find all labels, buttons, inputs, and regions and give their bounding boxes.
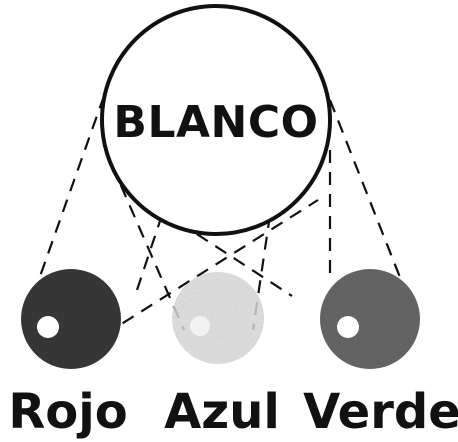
verde-ball: [320, 269, 420, 369]
verde-highlight: [337, 316, 359, 338]
label-azul: Azul: [164, 384, 280, 440]
azul-ball: [172, 272, 264, 364]
line-rojo-outer: [36, 95, 106, 283]
center-circle-group: BLANCO: [100, 4, 332, 236]
rojo-ball: [21, 269, 121, 369]
ball-verde: [320, 269, 420, 369]
line-azul-left: [110, 164, 186, 331]
bottom-labels: Rojo Azul Verde: [8, 384, 458, 440]
ball-azul: [172, 272, 264, 364]
line-verde-outer: [328, 99, 407, 291]
label-verde: Verde: [303, 384, 458, 440]
center-label: BLANCO: [113, 97, 318, 148]
line-azul-cross-b: [133, 214, 164, 297]
label-rojo: Rojo: [8, 384, 127, 440]
azul-highlight: [190, 316, 210, 336]
ball-rojo: [21, 269, 121, 369]
line-rojo-inner: [103, 199, 319, 336]
rojo-highlight: [37, 316, 59, 338]
white-circle: [100, 4, 332, 236]
